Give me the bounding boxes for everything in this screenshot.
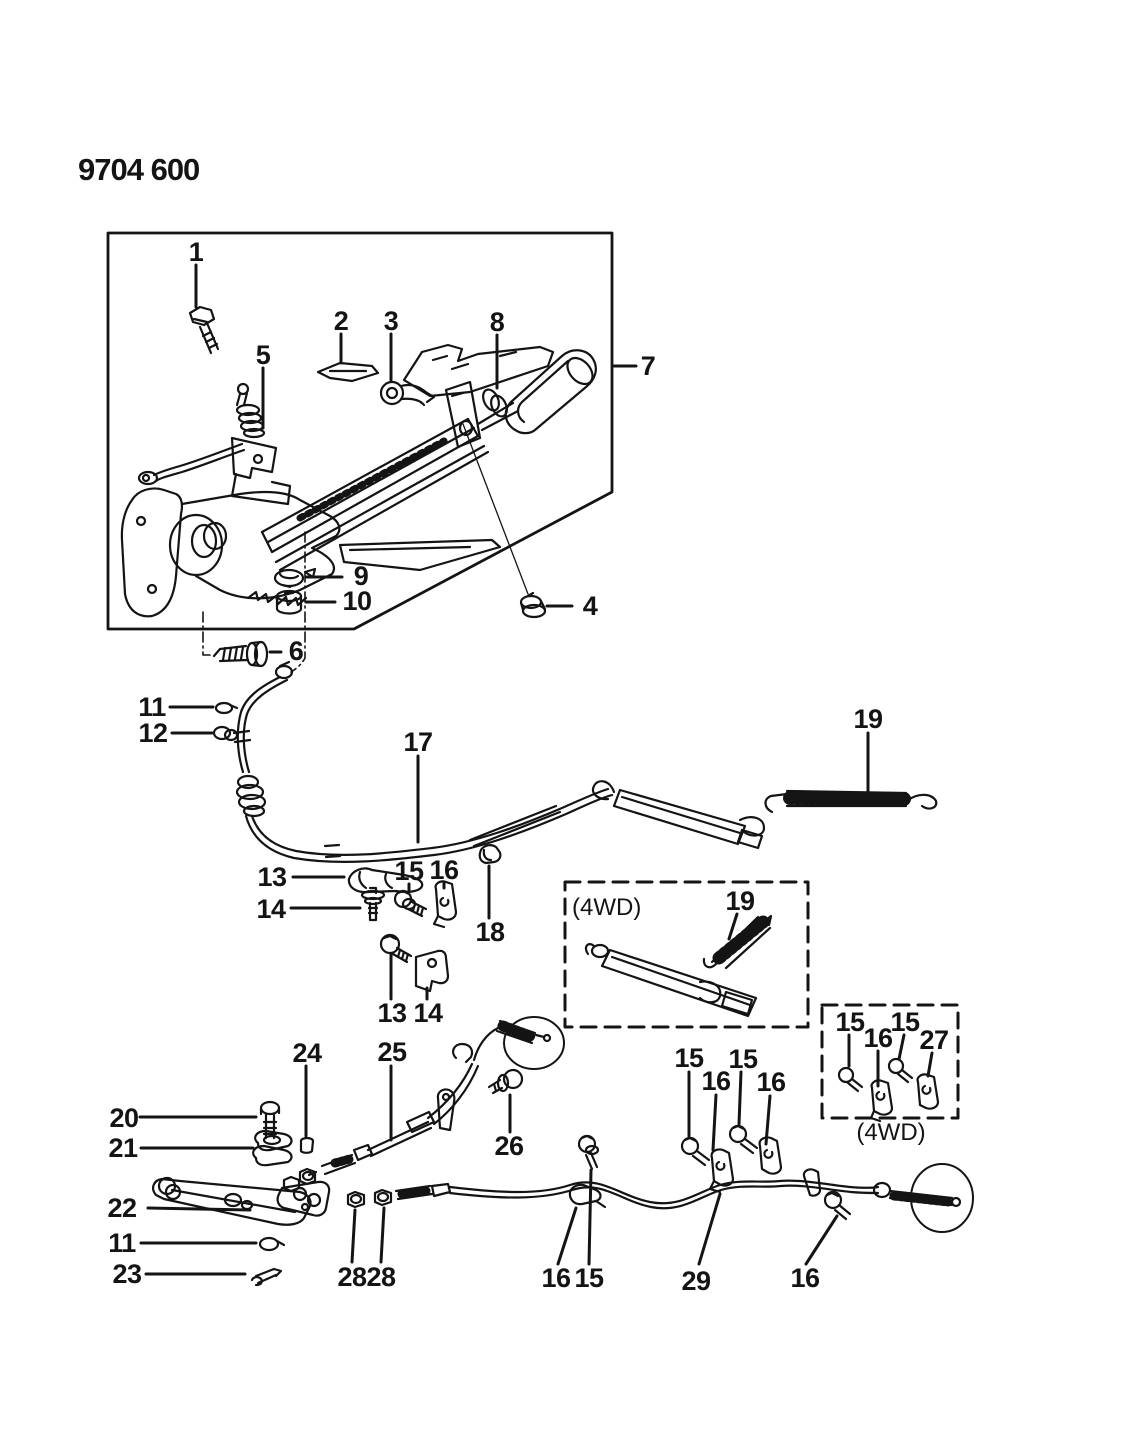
part-16d-clamp [758, 1136, 783, 1175]
callout-25: 25 [377, 1037, 407, 1067]
callout-15g: 15 [890, 1007, 920, 1037]
part-14-screw [360, 886, 386, 922]
callout-21: 21 [108, 1133, 138, 1163]
front-cable-run [244, 787, 614, 863]
callout-10: 10 [342, 586, 371, 616]
part-15-bolt-a [393, 889, 428, 918]
callout-leader-lines [138, 263, 934, 1276]
release-wire [137, 442, 246, 486]
part-22-lever-plate [152, 1167, 331, 1226]
callout-8: 8 [490, 307, 505, 337]
part-19-spring [764, 789, 938, 814]
callout-16e: 16 [541, 1263, 571, 1293]
callout-14: 14 [256, 894, 286, 924]
lever-grip [476, 349, 597, 435]
callout-2: 2 [334, 306, 349, 336]
callout-12: 12 [138, 718, 167, 748]
part-25-cable [307, 1016, 565, 1177]
part-15e-bolt [577, 1134, 600, 1171]
callout-24: 24 [292, 1038, 322, 1068]
part-11-clip [214, 701, 239, 715]
callout-11: 11 [138, 692, 166, 722]
part-29-cable [394, 1163, 974, 1233]
callout-14b: 14 [413, 998, 443, 1028]
callout-17: 17 [403, 727, 432, 757]
callout-5: 5 [256, 340, 271, 370]
part-10-nut [275, 589, 303, 615]
part-15c-bolt [680, 1136, 711, 1167]
callout-9: 9 [354, 561, 369, 591]
pedal-bracket [120, 487, 502, 618]
callout-22: 22 [107, 1193, 136, 1223]
part-24-spacer [299, 1136, 315, 1154]
callout-28b: 28 [366, 1262, 396, 1292]
part-5-bracket-spring [230, 382, 292, 506]
part-14b-bracket [414, 949, 450, 993]
callout-3: 3 [384, 306, 399, 336]
part-4-grommet [519, 591, 547, 619]
callout-15c: 15 [674, 1043, 704, 1073]
part-13b-bolt [379, 933, 413, 964]
callout-15a: 15 [394, 856, 424, 886]
ratchet-rod [260, 417, 490, 572]
callout-13b: 13 [377, 998, 407, 1028]
part-9-washer [273, 568, 305, 589]
callout-19: 19 [853, 704, 883, 734]
part-26-bolt [487, 1068, 524, 1095]
part-12-clip [212, 725, 239, 742]
part-21-hook [252, 1129, 293, 1167]
callout-16g: 16 [863, 1023, 893, 1053]
page-code: 9704 600 [78, 152, 199, 187]
part-1-bolt [188, 305, 220, 355]
part-18-clip [478, 844, 502, 865]
cable-guide-bar [591, 780, 766, 850]
callout-15d: 15 [728, 1044, 758, 1074]
callout-20: 20 [109, 1103, 138, 1133]
callout-23: 23 [112, 1259, 142, 1289]
part-13-clip [347, 867, 424, 894]
callout-29: 29 [681, 1266, 711, 1296]
callout-16f: 16 [790, 1263, 820, 1293]
part-16f-bolt [823, 1190, 852, 1221]
note-4wd-right: (4WD) [856, 1119, 925, 1146]
part-4-position-line [462, 423, 529, 595]
fourwd-equalizer-box [563, 880, 810, 1029]
part-8-bushing [482, 388, 508, 418]
part-20-bolt [259, 1100, 281, 1140]
part-23-cotter-pin [250, 1267, 283, 1287]
callout-15e: 15 [574, 1263, 604, 1293]
callout-4: 4 [583, 591, 598, 621]
callout-13: 13 [257, 862, 287, 892]
callout-28a: 28 [337, 1262, 367, 1292]
callout-6: 6 [289, 636, 304, 666]
callout-7: 7 [641, 351, 656, 381]
callout-19b: 19 [725, 886, 755, 916]
note-4wd-left: (4WD) [572, 894, 641, 921]
part-11b-clip [258, 1236, 286, 1252]
callout-16c: 16 [701, 1066, 731, 1096]
fourwd-clamp-box [820, 1003, 960, 1123]
lever-assembly-box [106, 231, 614, 631]
front-cable-upper [232, 660, 294, 818]
lever-mount-plate [402, 343, 555, 449]
callout-18: 18 [475, 917, 505, 947]
callout-27: 27 [919, 1025, 948, 1055]
part-16c-clamp [708, 1148, 735, 1194]
part-28-nuts [346, 1188, 393, 1209]
callout-16d: 16 [756, 1067, 786, 1097]
part-6-pivot-bolt [212, 640, 269, 668]
callout-11b: 11 [108, 1228, 136, 1258]
part-15d-bolt [728, 1124, 759, 1155]
part-16-clamp-a [432, 880, 458, 929]
part-16e-clip [568, 1183, 607, 1209]
callout-1: 1 [189, 237, 204, 267]
part-2-lever-blade [316, 361, 380, 383]
callout-16a: 16 [429, 855, 459, 885]
callout-26: 26 [494, 1131, 524, 1161]
callout-15f: 15 [835, 1007, 865, 1037]
